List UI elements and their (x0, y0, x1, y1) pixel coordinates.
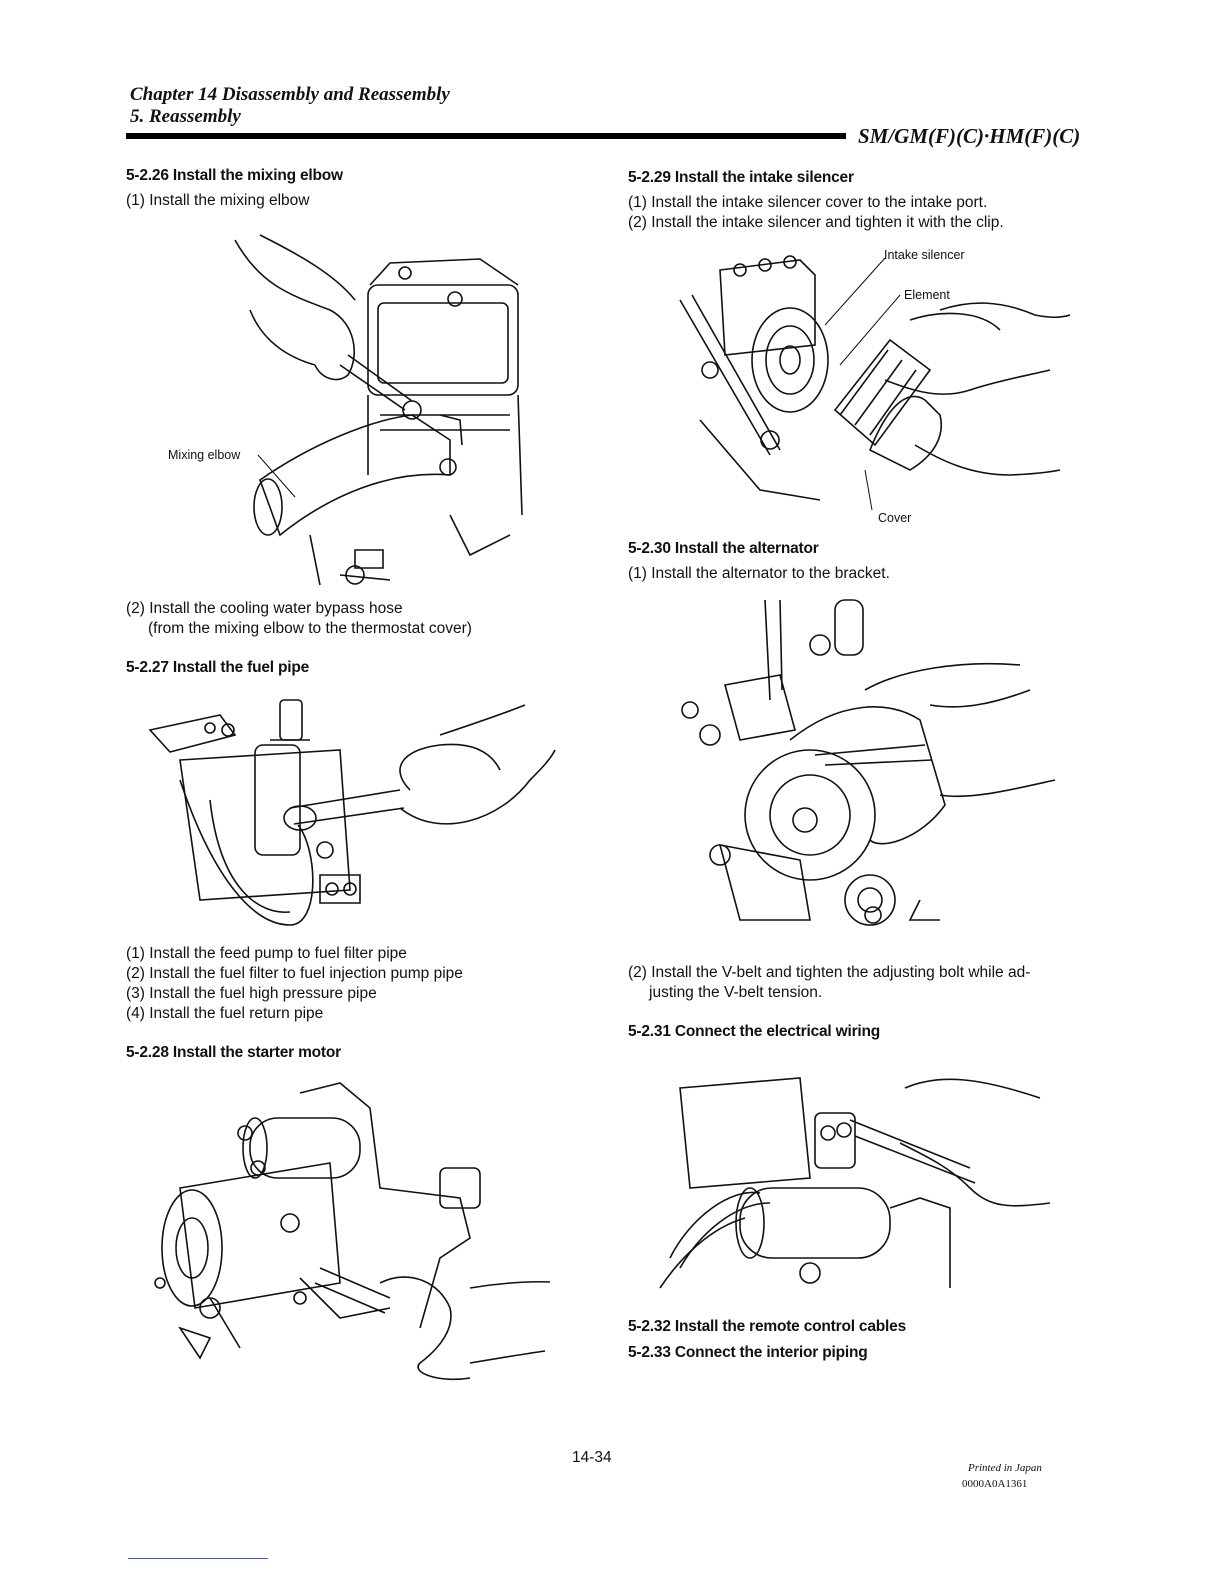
figure-intake-silencer (640, 240, 1070, 520)
header-rule (126, 133, 846, 139)
step-fuel-4: (4) Install the fuel return pipe (126, 1005, 324, 1022)
document-code: 0000A0A1361 (962, 1478, 1028, 1490)
step-alternator-2-cont: justing the V-belt tension. (649, 984, 823, 1001)
page-number: 14-34 (572, 1449, 612, 1466)
heading-5-2-32: 5-2.32 Install the remote control cables (628, 1318, 906, 1335)
label-intake-silencer: Intake silencer (884, 248, 965, 262)
label-cover: Cover (878, 511, 912, 525)
heading-5-2-27: 5-2.27 Install the fuel pipe (126, 659, 310, 676)
step-alternator-2: (2) Install the V-belt and tighten the a… (628, 964, 1031, 981)
step-mixing-elbow-2-cont: (from the mixing elbow to the thermostat… (148, 620, 472, 637)
step-fuel-2: (2) Install the fuel filter to fuel inje… (126, 965, 463, 982)
figure-fuel-pipe (140, 690, 560, 930)
step-mixing-elbow-2: (2) Install the cooling water bypass hos… (126, 600, 403, 617)
step-fuel-3: (3) Install the fuel high pressure pipe (126, 985, 377, 1002)
footer-divider (128, 1558, 268, 1559)
figure-electrical-wiring (650, 1058, 1050, 1298)
printed-in: Printed in Japan (968, 1462, 1042, 1474)
heading-5-2-28: 5-2.28 Install the starter motor (126, 1044, 341, 1061)
section-title: 5. Reassembly (130, 106, 241, 127)
heading-5-2-33: 5-2.33 Connect the interior piping (628, 1344, 868, 1361)
step-alternator-1: (1) Install the alternator to the bracke… (628, 565, 890, 582)
figure-mixing-elbow (150, 215, 550, 595)
model-designation: SM/GM(F)(C)·HM(F)(C) (858, 124, 1081, 148)
step-mixing-elbow-1: (1) Install the mixing elbow (126, 192, 310, 209)
chapter-title: Chapter 14 Disassembly and Reassembly (130, 84, 450, 105)
step-fuel-1: (1) Install the feed pump to fuel filter… (126, 945, 407, 962)
label-mixing-elbow: Mixing elbow (168, 448, 241, 462)
figure-starter-motor (140, 1068, 560, 1388)
figure-alternator (640, 590, 1060, 940)
label-element: Element (904, 288, 950, 302)
step-silencer-1: (1) Install the intake silencer cover to… (628, 194, 988, 211)
heading-5-2-26: 5-2.26 Install the mixing elbow (126, 167, 343, 184)
heading-5-2-31: 5-2.31 Connect the electrical wiring (628, 1023, 881, 1040)
heading-5-2-29: 5-2.29 Install the intake silencer (628, 169, 854, 186)
step-silencer-2: (2) Install the intake silencer and tigh… (628, 214, 1004, 231)
heading-5-2-30: 5-2.30 Install the alternator (628, 540, 819, 557)
